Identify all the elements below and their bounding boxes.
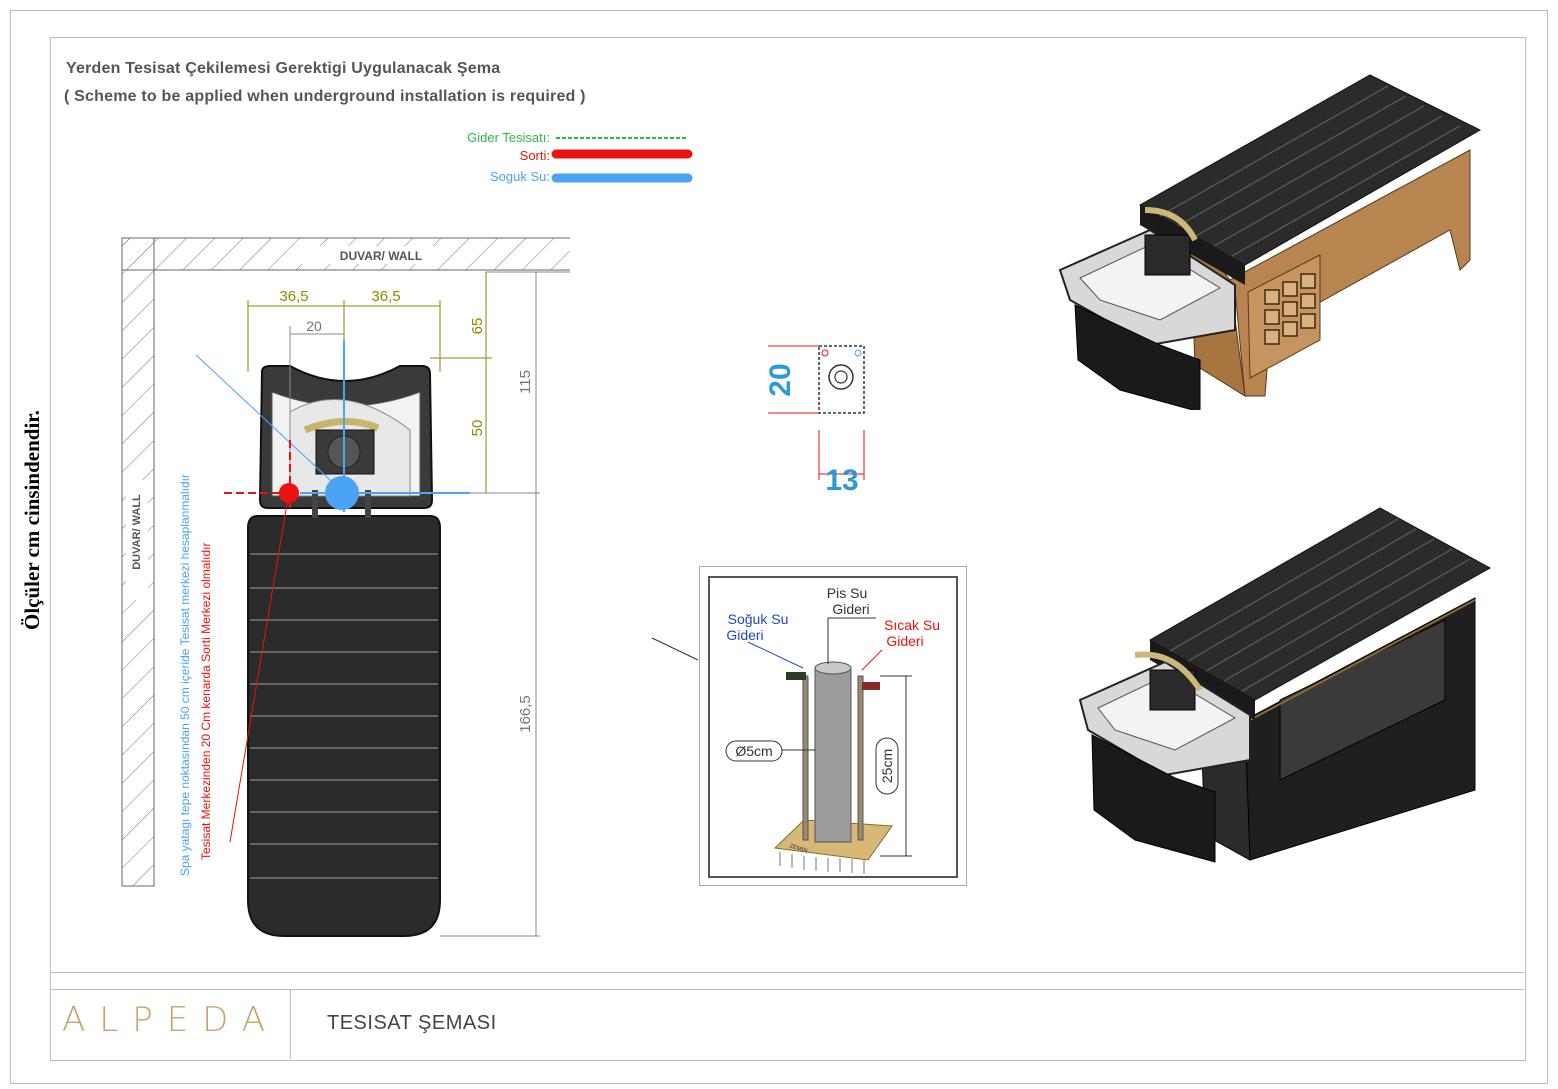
box-dim-height: 20 (764, 363, 797, 396)
label-height: 25cm (879, 749, 895, 783)
label-hot-2: Gideri (886, 633, 923, 649)
spa-bed-body (247, 515, 441, 937)
dim-50: 50 (469, 420, 486, 437)
label-waste-2: Gideri (832, 601, 869, 617)
wall-top-label: DUVAR/ WALL (340, 249, 422, 263)
drawing-title: TESISAT ŞEMASI (327, 1012, 497, 1034)
label-diameter: Ø5cm (735, 743, 772, 759)
page-title: Yerden Tesisat Çekilemesi Gerektigi Uygu… (66, 60, 501, 77)
pipe-cold (786, 672, 809, 841)
dim-center: 20 (306, 318, 322, 334)
note-red: Tesisat Merkezinden 20 Cm kenarda Sorti … (199, 543, 213, 860)
plan-view: 36,5 36,5 20 65 50 115 166,5 DUVAR/ WALL… (121, 237, 570, 937)
pipe-hot (857, 675, 880, 841)
note-blue: Spa yatagı tepe noktasından 50 cm içerid… (178, 474, 192, 876)
title-block (50, 972, 1524, 973)
cold-water-point (325, 476, 359, 510)
legend-label-cold: Soguk Su: (490, 169, 550, 184)
units-note: Ölçüler cm cinsindendir. (20, 410, 44, 630)
dim-166: 166,5 (517, 695, 534, 733)
render-wood-bed (1058, 74, 1482, 410)
sorti-point (279, 483, 299, 503)
label-hot-1: Sıcak Su (884, 617, 940, 633)
pipe-detail: Pis Su Gideri Soğuk Su Gideri Sıcak Su G… (651, 576, 958, 878)
company-logo: ALPEDA (62, 1000, 280, 1040)
outer-frame (10, 10, 1548, 1084)
label-cold-2: Gideri (726, 627, 763, 643)
dim-right: 36,5 (371, 288, 400, 305)
title-block-inner (50, 989, 1524, 990)
box-dim-width: 13 (825, 464, 858, 495)
page-subtitle: ( Scheme to be applied when underground … (64, 88, 586, 105)
legend-swatches (551, 137, 693, 183)
plan-dimensions (247, 272, 492, 493)
wall-left-label: DUVAR/ WALL (131, 494, 143, 570)
pipe-waste (814, 661, 852, 843)
label-cold-1: Soğuk Su (728, 611, 789, 627)
title-block-divider (290, 989, 291, 1059)
legend-label-sorti: Sorti: (519, 148, 550, 163)
dim-65: 65 (469, 318, 486, 335)
box-detail: 20 13 (764, 345, 865, 495)
label-waste-1: Pis Su (827, 585, 867, 601)
dim-115: 115 (517, 370, 534, 394)
render-black-bed (1078, 507, 1492, 863)
inner-frame (50, 37, 1526, 1061)
legend: Gider Tesisatı: Sorti: Soguk Su: (430, 128, 700, 188)
legend-label-waste: Gider Tesisatı: (467, 130, 550, 145)
bed-slats (250, 553, 438, 879)
dim-left: 36,5 (279, 288, 308, 305)
